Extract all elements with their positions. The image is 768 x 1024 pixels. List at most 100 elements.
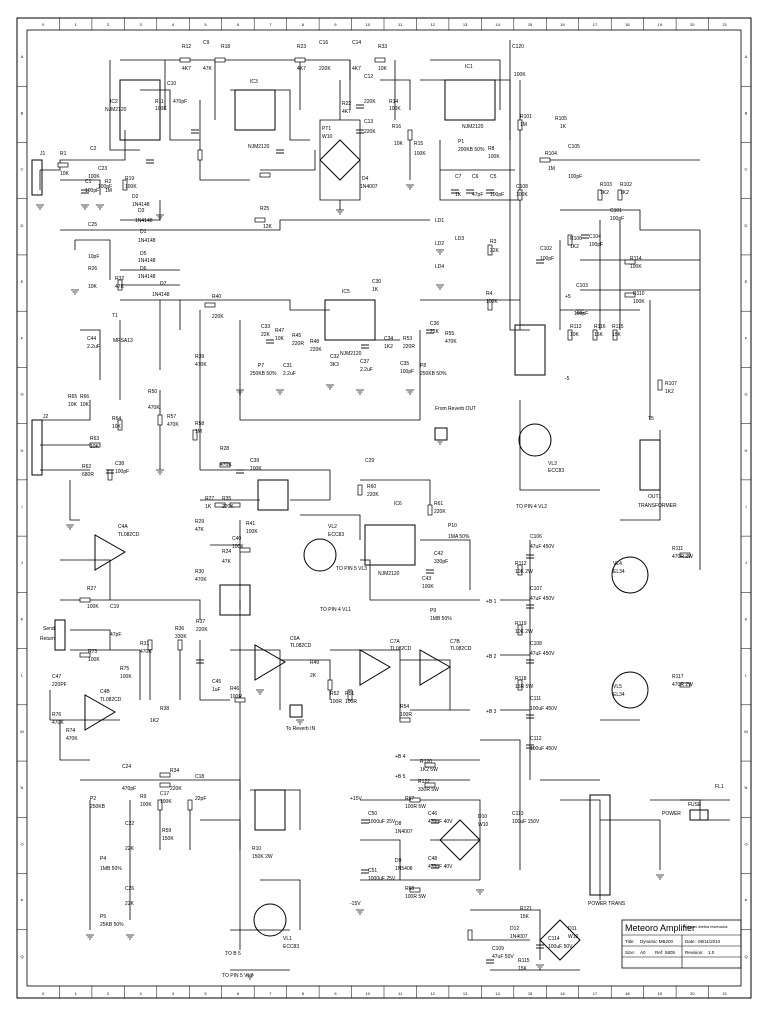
label-c47-val: 220PF bbox=[52, 682, 67, 688]
label-r122-val: 330R 5W bbox=[418, 787, 439, 793]
resistor-symbol bbox=[374, 57, 386, 63]
grid-row-label: H bbox=[21, 448, 24, 453]
grid-row-label: I bbox=[745, 504, 746, 509]
grid-col-label: 3 bbox=[139, 22, 142, 27]
label-r8-val: 100K bbox=[488, 154, 500, 160]
label-t1-part: MPSA13 bbox=[113, 338, 133, 344]
label-rail-m5: -5 bbox=[565, 376, 570, 382]
grid-row-label: F bbox=[21, 335, 24, 340]
label-r53-val: 220R bbox=[403, 344, 415, 350]
resistor-symbol bbox=[409, 887, 421, 893]
label-c42: C42 bbox=[434, 551, 443, 557]
label-r57: R57 bbox=[167, 414, 176, 420]
label-c105-val: 100pF bbox=[568, 174, 582, 180]
grid-col-label: 4 bbox=[172, 991, 175, 996]
ic6-block bbox=[364, 524, 416, 566]
resistor-symbol bbox=[229, 502, 241, 508]
grid-row-label: D bbox=[21, 223, 24, 228]
label-c7b-part: TL082CD bbox=[450, 646, 472, 652]
grid-row-label: A bbox=[21, 54, 24, 59]
label-c107-val: 47uF 450V bbox=[530, 596, 555, 602]
label-r112-val: 10K 2W bbox=[515, 569, 533, 575]
label-c34-val: 1K2 bbox=[384, 344, 393, 350]
label-ld1: LD1 bbox=[435, 218, 444, 224]
label-c19-val: 47pF bbox=[110, 632, 121, 638]
resistor-symbol bbox=[657, 379, 663, 391]
grid-row-label: K bbox=[745, 616, 748, 621]
resistor-symbol bbox=[624, 292, 636, 298]
label-c17-val: 100K bbox=[160, 799, 172, 805]
resistor-symbol bbox=[234, 697, 246, 703]
label-fl1: FL1 bbox=[715, 784, 724, 790]
title-company-sub: Todos os direitos reservados bbox=[683, 925, 728, 929]
label-r46: R46 bbox=[230, 686, 239, 692]
label-c23-val: 100pF bbox=[98, 184, 112, 190]
label-c32-val: 3K3 bbox=[330, 362, 339, 368]
resistor-symbol bbox=[214, 57, 226, 63]
label-r16: R16 bbox=[392, 124, 401, 130]
grid-row-label: G bbox=[744, 392, 747, 397]
label-r1: R1 bbox=[60, 151, 67, 157]
grid-row-label: L bbox=[21, 673, 24, 678]
resistor-symbol bbox=[219, 462, 231, 468]
label-r28-val: 470K bbox=[220, 462, 232, 468]
grid-row-label: Q bbox=[744, 954, 747, 959]
label-r76: R76 bbox=[52, 712, 61, 718]
label-out1: OUT1 bbox=[648, 494, 662, 500]
label-vl1-part: ECC83 bbox=[283, 944, 299, 950]
label-r30-val: 470K bbox=[195, 577, 207, 583]
label-c107: C107 bbox=[530, 586, 542, 592]
label-c47: C47 bbox=[52, 674, 61, 680]
label-r63: R63 bbox=[90, 436, 99, 442]
label-r115b-val: 15K bbox=[518, 966, 528, 972]
label-r62-val: 680R bbox=[82, 472, 94, 478]
label-c1: C1 bbox=[85, 179, 92, 185]
label-r113-val: 10K bbox=[570, 332, 580, 338]
title-block: Meteoro Amplifier Todos os direitos rese… bbox=[621, 919, 742, 969]
label-c113: C113 bbox=[512, 811, 524, 817]
label-r15: R15 bbox=[414, 141, 423, 147]
label-r8: R8 bbox=[488, 146, 495, 152]
label-d8-val: 1N4007 bbox=[395, 829, 413, 835]
label-r60-val: 220K bbox=[367, 492, 379, 498]
label-d11: D11 bbox=[568, 926, 577, 932]
resistor-symbol bbox=[597, 189, 603, 201]
label-rail-b4: +B 4 bbox=[395, 754, 406, 760]
label-r22: R22 bbox=[342, 101, 351, 107]
label-r3: R3 bbox=[490, 239, 497, 245]
resistor-symbol bbox=[517, 189, 523, 201]
label-c14: C14 bbox=[352, 40, 361, 46]
grid-row-label: J bbox=[21, 560, 23, 565]
label-r48: R48 bbox=[310, 339, 319, 345]
label-p10-val: 1MA 50% bbox=[448, 534, 470, 540]
label-r101-val: 1M bbox=[520, 122, 527, 128]
label-r45: R45 bbox=[292, 333, 301, 339]
label-r105: R105 bbox=[555, 116, 567, 122]
label-c37-val: 2.2uF bbox=[360, 367, 373, 373]
label-c105: C105 bbox=[568, 144, 580, 150]
resistor-symbol bbox=[179, 57, 191, 63]
grid-row-label: M bbox=[744, 729, 747, 734]
label-c23: C23 bbox=[98, 166, 107, 172]
grid-col-label: 19 bbox=[658, 991, 663, 996]
bridge-d11 bbox=[539, 919, 581, 961]
label-r67: R67 bbox=[405, 796, 414, 802]
label-r40-val: 220K bbox=[212, 314, 224, 320]
grid-col-label: 11 bbox=[398, 991, 403, 996]
label-c103: C103 bbox=[576, 283, 588, 289]
label-c108b-val: 47uF 450V bbox=[530, 651, 555, 657]
grid-col-label: 2 bbox=[107, 22, 110, 27]
label-r106-val: 1K2 bbox=[570, 244, 579, 250]
label-c25-val: 10pF bbox=[88, 254, 99, 260]
label-r54-val: 100R bbox=[400, 712, 412, 718]
label-r58-val: 1M bbox=[195, 429, 202, 435]
label-r3-val: 22K bbox=[490, 248, 500, 254]
label-c5: C5 bbox=[490, 174, 497, 180]
resistor-symbol bbox=[407, 129, 413, 141]
label-rail-b5: +B 5 bbox=[395, 774, 406, 780]
label-r9-val: 100K bbox=[140, 802, 152, 808]
opamp-c6a bbox=[254, 644, 286, 681]
label-d5-val: 1N4148 bbox=[138, 258, 156, 264]
label-r2-val: 1M bbox=[105, 188, 112, 194]
grid-col-label: 13 bbox=[463, 991, 468, 996]
